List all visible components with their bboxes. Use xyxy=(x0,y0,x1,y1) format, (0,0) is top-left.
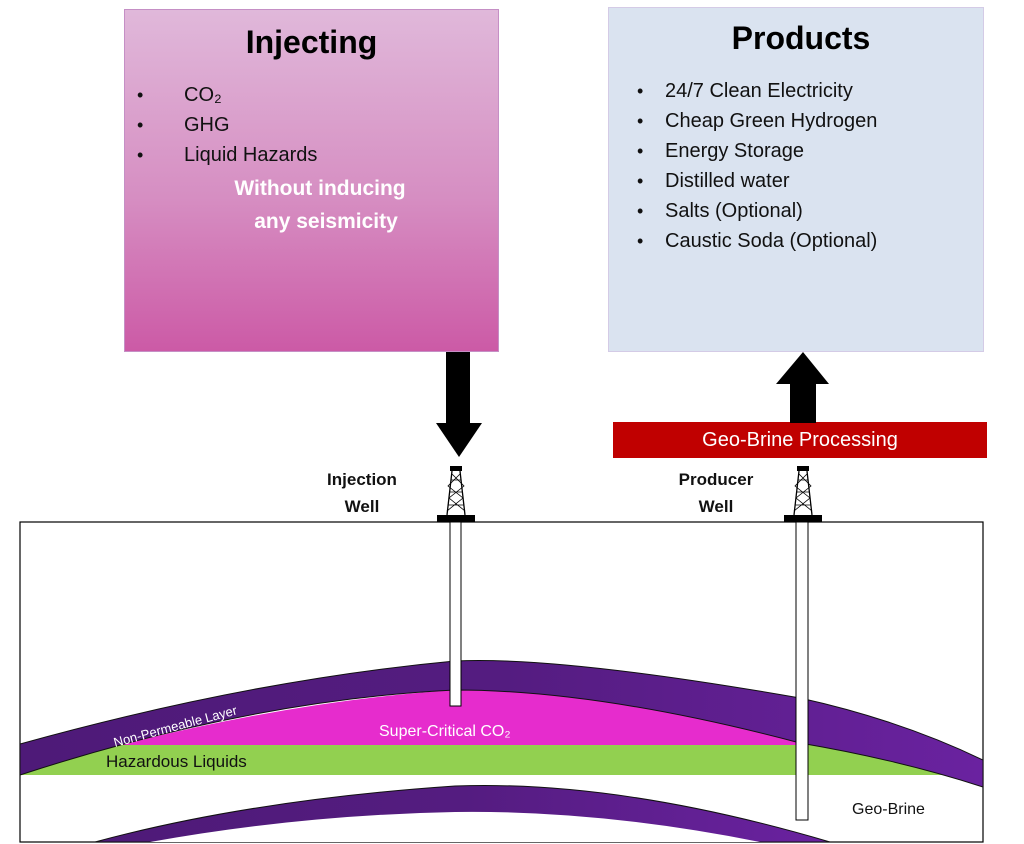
list-item: •Distilled water xyxy=(637,166,877,196)
injection-wellbore xyxy=(449,521,462,707)
producer-wellbore xyxy=(795,521,809,821)
list-item: •Energy Storage xyxy=(637,136,877,166)
bullet-icon: • xyxy=(137,145,144,165)
bullet-icon: • xyxy=(137,115,144,135)
non-permeable-layer xyxy=(20,659,983,788)
injecting-list: •CO₂ •GHG •Liquid Hazards xyxy=(137,80,317,170)
geo-brine-processing-bar: Geo-Brine Processing xyxy=(613,422,987,458)
products-list: •24/7 Clean Electricity •Cheap Green Hyd… xyxy=(637,76,877,256)
producer-well-label: Producer Well xyxy=(678,470,754,516)
bullet-icon: • xyxy=(637,201,644,221)
arrow-down-icon xyxy=(436,352,482,457)
injection-well-label: Injection Well xyxy=(327,470,397,516)
bullet-icon: • xyxy=(637,231,644,251)
bullet-icon: • xyxy=(637,141,644,161)
list-item: •24/7 Clean Electricity xyxy=(637,76,877,106)
oil-derrick-icon xyxy=(784,466,822,522)
list-item: •Cheap Green Hydrogen xyxy=(637,106,877,136)
products-box: Products •24/7 Clean Electricity •Cheap … xyxy=(608,7,984,352)
co2-layer-label: Super-Critical CO₂ xyxy=(379,723,511,740)
products-title: Products xyxy=(731,20,871,56)
list-item: •Salts (Optional) xyxy=(637,196,877,226)
injecting-box: Injecting •CO₂ •GHG •Liquid Hazards With… xyxy=(124,9,499,352)
list-item: •Caustic Soda (Optional) xyxy=(637,226,877,256)
list-item: •Liquid Hazards xyxy=(137,140,317,170)
hazardous-liquids-label: Hazardous Liquids xyxy=(106,752,247,771)
bullet-icon: • xyxy=(137,85,144,105)
geo-brine-label: Geo-Brine xyxy=(852,801,925,818)
hazardous-liquids-layer xyxy=(20,745,980,775)
co2-layer xyxy=(120,689,820,745)
list-item: •GHG xyxy=(137,110,317,140)
bullet-icon: • xyxy=(637,171,644,191)
list-item: •CO₂ xyxy=(137,80,317,110)
seismicity-note: Without inducing any seismicity xyxy=(234,177,406,233)
bullet-icon: • xyxy=(637,81,644,101)
bullet-icon: • xyxy=(637,111,644,131)
injecting-title: Injecting xyxy=(245,24,378,60)
oil-derrick-icon xyxy=(437,466,475,522)
arrow-up-icon xyxy=(776,352,829,423)
